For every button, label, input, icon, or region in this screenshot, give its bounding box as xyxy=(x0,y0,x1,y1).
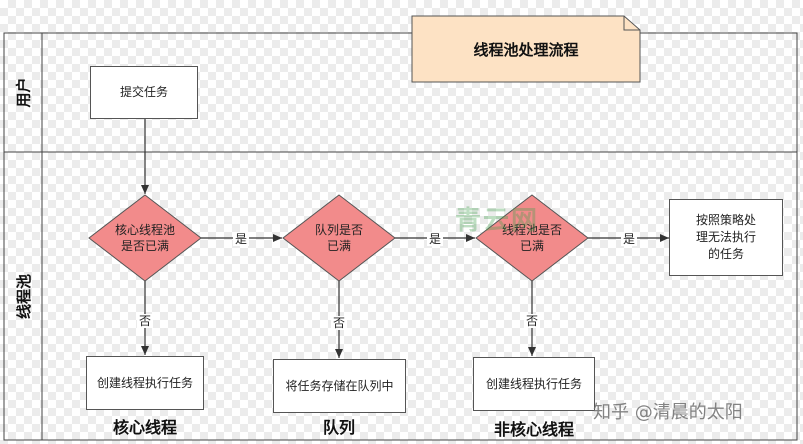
lane-label-pool: 线程池 xyxy=(4,152,42,440)
diagram-title: 线程池处理流程 xyxy=(473,40,579,59)
edge-label-no-3: 否 xyxy=(524,314,541,328)
edge-label-yes-2: 是 xyxy=(427,232,444,246)
lane-pool-text: 线程池 xyxy=(14,273,33,319)
edge-label-yes-1: 是 xyxy=(233,232,250,246)
label-core-thread: 核心线程 xyxy=(112,418,177,437)
node-queue-full-text: 队列是否 已满 xyxy=(289,215,389,261)
node-core-full-text: 核心线程池 是否已满 xyxy=(95,215,195,261)
edge-label-no-2: 否 xyxy=(331,316,348,330)
edge-label-yes-3: 是 xyxy=(621,232,638,246)
lane-label-user: 用户 xyxy=(4,33,42,152)
lane-user-text: 用户 xyxy=(14,77,33,108)
source-credit: 知乎 @清晨的太阳 xyxy=(593,402,743,423)
node-pool-full-text: 线程池是否 已满 xyxy=(482,215,582,261)
node-reject-policy: 按照策略处 理无法执行 的任务 xyxy=(669,199,783,276)
node-enqueue-task: 将任务存储在队列中 xyxy=(273,359,406,413)
node-submit-task: 提交任务 xyxy=(90,66,198,119)
swimlane-frame xyxy=(3,32,798,441)
node-create-core-thread: 创建线程执行任务 xyxy=(86,356,204,410)
label-noncore-thread: 非核心线程 xyxy=(493,420,574,439)
core-full-label: 核心线程池 是否已满 xyxy=(114,223,175,253)
watermark: 青云网 xyxy=(455,206,540,236)
queue-full-label: 队列是否 已满 xyxy=(314,223,363,253)
pool-full-label: 线程池是否 已满 xyxy=(501,223,562,253)
edge-label-no-1: 否 xyxy=(137,314,154,328)
title-note-shape xyxy=(411,15,641,83)
title-note-fold xyxy=(623,16,640,31)
label-queue: 队列 xyxy=(322,418,355,437)
policy-label: 按照策略处 理无法执行 的任务 xyxy=(695,213,756,261)
node-create-noncore-thread: 创建线程执行任务 xyxy=(473,357,595,411)
